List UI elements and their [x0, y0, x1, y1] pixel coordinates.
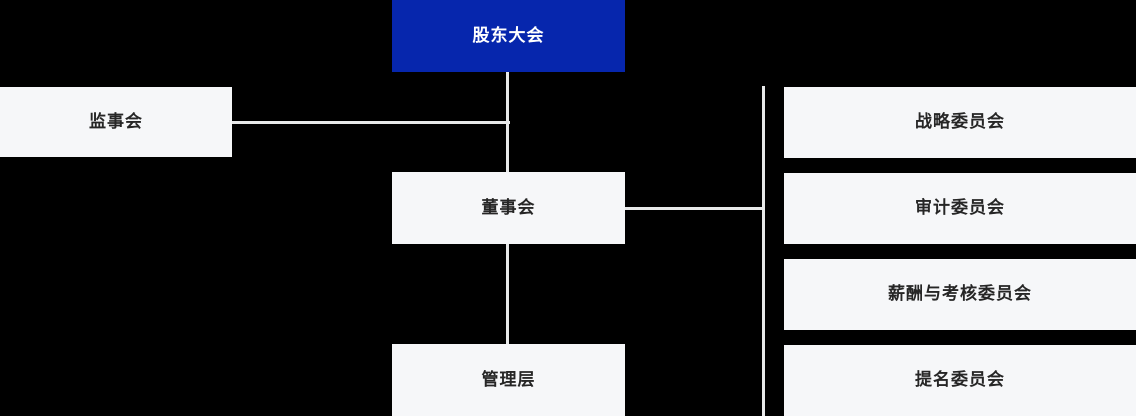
node-label: 审计委员会 — [915, 198, 1005, 218]
node-audit-committee[interactable]: 审计委员会 — [784, 173, 1136, 244]
node-strategy-committee[interactable]: 战略委员会 — [784, 87, 1136, 158]
node-label: 股东大会 — [472, 25, 545, 45]
node-supervisory-board[interactable]: 监事会 — [0, 87, 232, 157]
node-label: 管理层 — [481, 369, 536, 389]
node-label: 薪酬与考核委员会 — [888, 284, 1032, 304]
node-label: 董事会 — [481, 197, 536, 217]
node-label: 战略委员会 — [915, 112, 1005, 132]
node-nomination-committee[interactable]: 提名委员会 — [784, 345, 1136, 416]
connector-supervisory-horizontal — [232, 121, 510, 124]
node-label: 提名委员会 — [915, 370, 1005, 390]
node-shareholders-meeting[interactable]: 股东大会 — [392, 0, 625, 72]
node-remuneration-committee[interactable]: 薪酬与考核委员会 — [784, 259, 1136, 330]
connector-board-to-committees — [625, 207, 764, 210]
connector-committees-vertical-spine — [762, 86, 765, 416]
connector-board-to-management — [506, 244, 509, 344]
node-management[interactable]: 管理层 — [392, 344, 625, 416]
node-label: 监事会 — [89, 111, 143, 131]
node-board-of-directors[interactable]: 董事会 — [392, 172, 625, 244]
